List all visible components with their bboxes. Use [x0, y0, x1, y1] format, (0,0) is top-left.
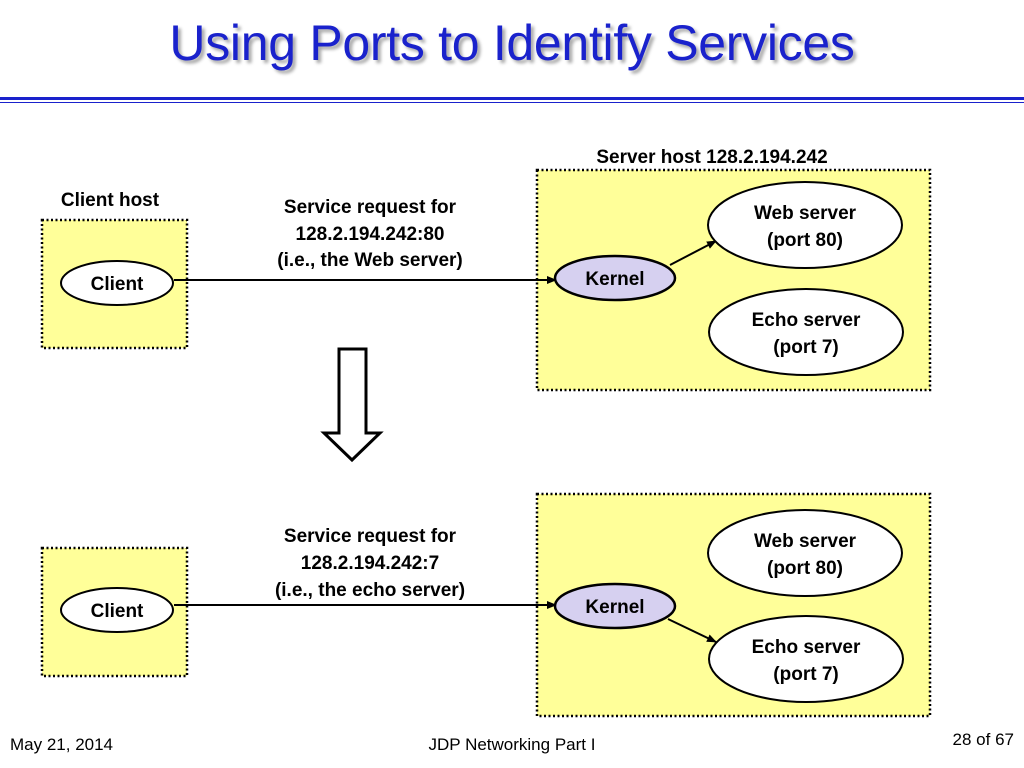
title-divider-thin [0, 102, 1024, 103]
bottom-request-line-2: 128.2.194.242:7 [301, 553, 439, 574]
top-request-label: Service request for 128.2.194.242:80 (i.… [277, 197, 463, 271]
top-web-server-line-1: Web server [754, 203, 857, 224]
title-divider [0, 97, 1024, 100]
bottom-web-server-line-2: (port 80) [767, 558, 843, 579]
bottom-echo-server-node [708, 615, 904, 703]
footer-course: JDP Networking Part I [428, 735, 596, 754]
top-request-line-2: 128.2.194.242:80 [296, 224, 445, 245]
top-request-line-3: (i.e., the Web server) [277, 250, 463, 271]
client-host-label: Client host [61, 190, 160, 211]
top-web-server-line-2: (port 80) [767, 230, 843, 251]
top-web-server-node [707, 181, 903, 269]
top-request-line-1: Service request for [284, 197, 457, 218]
bottom-kernel-label: Kernel [585, 597, 644, 618]
bottom-echo-server-line-2: (port 7) [773, 664, 838, 685]
bottom-echo-server-line-1: Echo server [752, 637, 861, 658]
server-host-label: Server host 128.2.194.242 [596, 147, 827, 168]
bottom-client-label: Client [91, 601, 144, 622]
top-kernel-to-web-arrow [669, 240, 717, 266]
top-echo-server-line-2: (port 7) [773, 337, 838, 358]
transition-down-arrow [320, 347, 384, 463]
top-client-label: Client [91, 274, 144, 295]
bottom-web-server-node [707, 509, 903, 597]
bottom-request-line-3: (i.e., the echo server) [275, 580, 465, 601]
footer-date: May 21, 2014 [10, 735, 114, 754]
top-echo-server-line-1: Echo server [752, 310, 861, 331]
bottom-client-node [60, 587, 174, 633]
bottom-request-label: Service request for 128.2.194.242:7 (i.e… [275, 526, 465, 601]
top-kernel-label: Kernel [585, 269, 644, 290]
bottom-kernel-to-echo-arrow [667, 618, 717, 643]
page-title: Using Ports to Identify Services [169, 15, 855, 71]
top-echo-server-node [708, 288, 904, 376]
bottom-request-line-1: Service request for [284, 526, 457, 547]
footer-page-number: 28 of 67 [952, 730, 1014, 749]
top-kernel-node [553, 254, 677, 302]
bottom-kernel-node [553, 582, 677, 630]
bottom-web-server-line-1: Web server [754, 531, 857, 552]
top-client-node [60, 260, 174, 306]
